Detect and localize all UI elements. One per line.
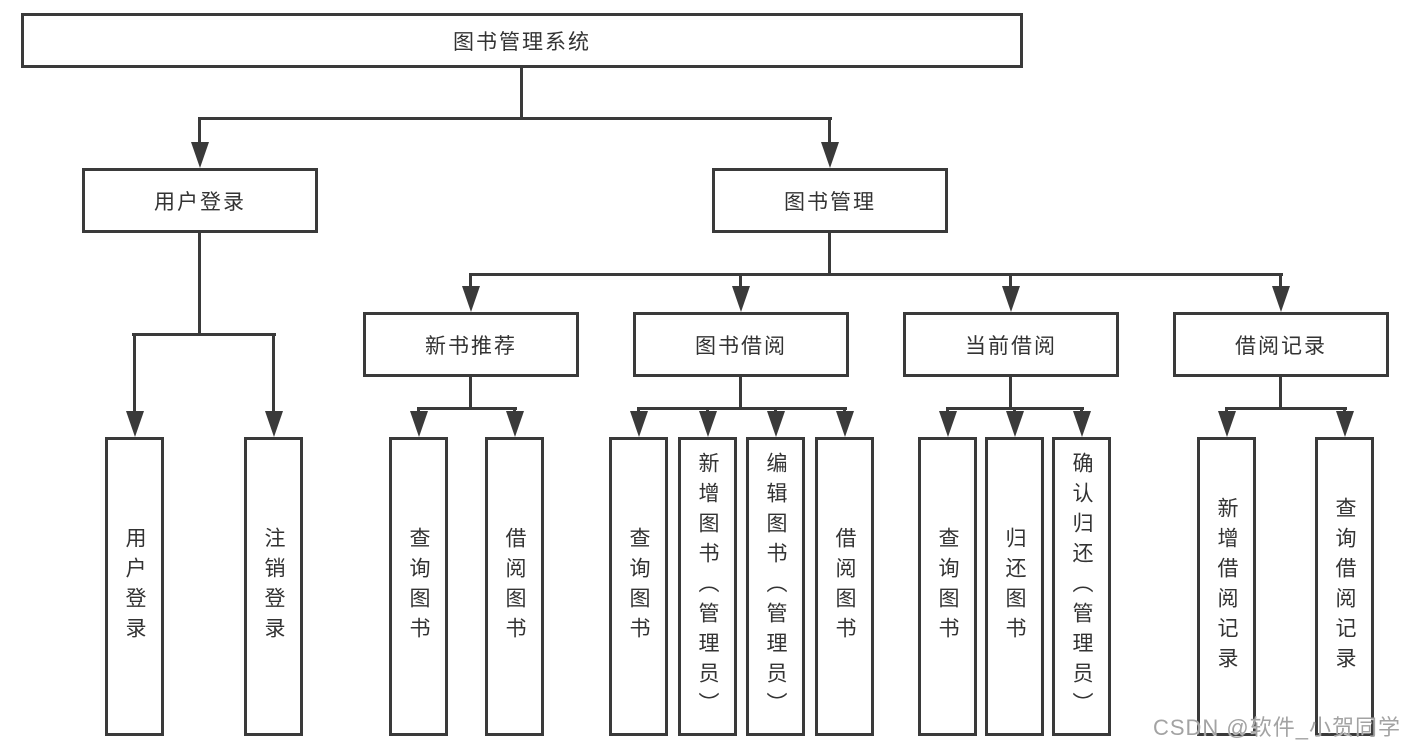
connector-line — [272, 333, 275, 413]
node-user-login: 用户登录 — [82, 168, 318, 233]
connector-line — [198, 117, 832, 120]
connector-line — [1279, 273, 1282, 291]
leaf-query-books-current: 查询图书 — [918, 437, 977, 736]
connector-line — [828, 233, 831, 276]
connector-line — [739, 273, 742, 291]
leaf-query-books-recommend: 查询图书 — [389, 437, 448, 736]
leaf-add-borrow-record: 新增借阅记录 — [1197, 437, 1256, 736]
arrow-down-icon — [1336, 411, 1354, 437]
leaf-confirm-return-admin: 确认归还（管理员） — [1052, 437, 1111, 736]
connector-line — [1279, 377, 1282, 410]
node-book-borrow: 图书借阅 — [633, 312, 849, 377]
connector-line — [417, 407, 517, 410]
leaf-query-books-borrow: 查询图书 — [609, 437, 668, 736]
leaf-add-book-admin: 新增图书（管理员） — [678, 437, 737, 736]
node-root-library-system: 图书管理系统 — [21, 13, 1023, 68]
arrow-down-icon — [410, 411, 428, 437]
arrow-down-icon — [265, 411, 283, 437]
arrow-down-icon — [939, 411, 957, 437]
arrow-down-icon — [767, 411, 785, 437]
leaf-return-books: 归还图书 — [985, 437, 1044, 736]
node-borrow-record: 借阅记录 — [1173, 312, 1389, 377]
node-book-management: 图书管理 — [712, 168, 948, 233]
arrow-down-icon — [1272, 286, 1290, 312]
connector-line — [132, 333, 276, 336]
leaf-query-borrow-record: 查询借阅记录 — [1315, 437, 1374, 736]
connector-line — [1225, 407, 1347, 410]
arrow-down-icon — [506, 411, 524, 437]
connector-line — [1009, 273, 1012, 291]
leaf-edit-book-admin: 编辑图书（管理员） — [746, 437, 805, 736]
arrow-down-icon — [630, 411, 648, 437]
node-new-book-recommend: 新书推荐 — [363, 312, 579, 377]
leaf-borrow-books: 借阅图书 — [815, 437, 874, 736]
connector-line — [520, 68, 523, 120]
arrow-down-icon — [1006, 411, 1024, 437]
node-current-borrow: 当前借阅 — [903, 312, 1119, 377]
connector-line — [739, 377, 742, 410]
connector-line — [469, 377, 472, 410]
arrow-down-icon — [462, 286, 480, 312]
arrow-down-icon — [821, 142, 839, 168]
arrow-down-icon — [1002, 286, 1020, 312]
arrow-down-icon — [126, 411, 144, 437]
arrow-down-icon — [699, 411, 717, 437]
connector-line — [828, 117, 831, 147]
connector-line — [637, 407, 847, 410]
csdn-watermark: CSDN @软件_小贺同学 — [1152, 715, 1401, 740]
connector-line — [133, 333, 136, 413]
arrow-down-icon — [1073, 411, 1091, 437]
connector-line — [198, 233, 201, 336]
arrow-down-icon — [836, 411, 854, 437]
connector-line — [469, 273, 1283, 276]
connector-line — [1009, 377, 1012, 410]
connector-line — [198, 117, 201, 147]
arrow-down-icon — [1218, 411, 1236, 437]
arrow-down-icon — [191, 142, 209, 168]
leaf-borrow-books-recommend: 借阅图书 — [485, 437, 544, 736]
connector-line — [469, 273, 472, 291]
arrow-down-icon — [732, 286, 750, 312]
leaf-user-login: 用户登录 — [105, 437, 164, 736]
leaf-logout: 注销登录 — [244, 437, 303, 736]
